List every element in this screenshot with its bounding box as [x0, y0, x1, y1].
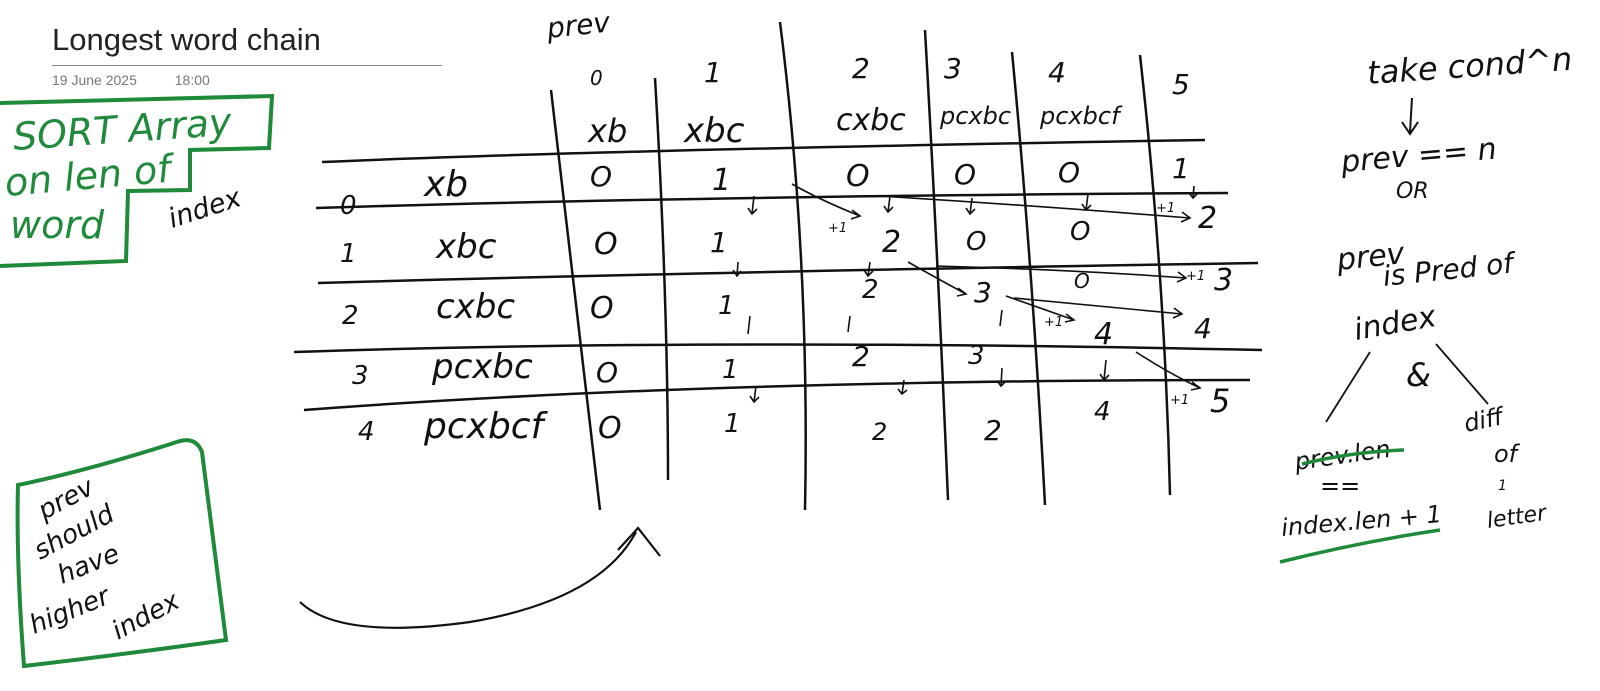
- cell: O: [590, 291, 614, 326]
- cell: O: [598, 411, 622, 446]
- increment-mark: +1: [1156, 201, 1175, 216]
- page-header: Longest word chain 19 June 2025 18:00: [52, 18, 442, 88]
- condition-equal: prev == n: [1339, 132, 1498, 181]
- cell: 1: [724, 409, 741, 439]
- condition-diff-letter: letter: [1485, 501, 1549, 534]
- column-word: xb: [587, 112, 627, 150]
- row-word: pcxbc: [431, 347, 533, 387]
- cell: O: [1074, 269, 1090, 293]
- row-index: 4: [358, 417, 375, 447]
- column-number: 2: [852, 52, 870, 85]
- cell: 1: [1172, 152, 1190, 185]
- increment-mark: +1: [828, 221, 847, 236]
- prev-should-line-5: index: [107, 586, 185, 646]
- conditions-panel: take cond^n prev == n OR prev is Pred of…: [1279, 40, 1574, 564]
- condition-and: &: [1406, 356, 1431, 394]
- cell: O: [590, 160, 612, 193]
- cell: 4: [1094, 397, 1111, 427]
- condition-down-arrow: [1401, 97, 1419, 136]
- condition-len-b-underline: [1279, 528, 1441, 564]
- condition-pred-index: index: [1351, 299, 1439, 348]
- cell: O: [1058, 156, 1080, 189]
- cell: 2: [882, 225, 901, 260]
- sort-note-line-3: word: [10, 203, 105, 247]
- cell-values: O 1 O O O 1 O 1 2 O O O 1 2 3 O O 1 2 3 …: [590, 152, 1190, 447]
- column-words: xb xbc cxbc pcxbc pcxbcf: [587, 102, 1123, 151]
- column-number: 4: [1048, 56, 1066, 89]
- column-word: pcxbc: [939, 102, 1011, 130]
- column-number: 1: [704, 56, 722, 89]
- increment-mark: +1: [1044, 315, 1063, 330]
- cell: 1: [718, 291, 735, 321]
- chain-results: 2 3 4 5: [1194, 201, 1233, 420]
- cell: 4: [1094, 317, 1113, 352]
- page-meta: 19 June 2025 18:00: [52, 72, 442, 88]
- page-date: 19 June 2025: [52, 72, 137, 88]
- cell: 2: [872, 418, 887, 446]
- dp-grid: [293, 21, 1263, 511]
- row-word: xbc: [435, 227, 497, 267]
- column-number: 3: [944, 52, 962, 85]
- condition-diff-one: 1: [1498, 478, 1507, 494]
- prev-should-note: prev should have higher index: [15, 438, 229, 669]
- condition-pred-prev: prev: [1334, 236, 1407, 278]
- cell: 1: [722, 355, 739, 385]
- row-index: 0: [340, 191, 357, 221]
- result: 2: [1198, 201, 1217, 236]
- column-number: 5: [1172, 68, 1190, 101]
- title-divider: [52, 65, 442, 66]
- condition-title: take cond^n: [1366, 40, 1574, 92]
- condition-len-b: index.len + 1: [1280, 500, 1443, 542]
- cell: O: [846, 159, 870, 194]
- condition-diff: diff: [1461, 402, 1508, 438]
- cell: 2: [984, 414, 1002, 447]
- row-index: 2: [342, 301, 359, 331]
- cell: O: [596, 356, 618, 389]
- prev-label: prev: [544, 6, 612, 46]
- column-numbers: 0 1 2 3 4 5: [590, 52, 1190, 101]
- result: 4: [1194, 312, 1212, 345]
- condition-len-underline: [1301, 448, 1405, 466]
- condition-or: OR: [1396, 179, 1429, 204]
- prev-should-frame: [15, 438, 229, 669]
- condition-len-eq: ==: [1320, 472, 1360, 500]
- column-number: 0: [590, 66, 603, 90]
- row-word: pcxbcf: [423, 406, 549, 447]
- column-word: cxbc: [836, 103, 906, 138]
- page-title: Longest word chain: [52, 22, 321, 57]
- prev-should-line-4: higher: [25, 581, 116, 641]
- sort-note: SORT Array on len of word: [0, 93, 275, 268]
- cell: O: [594, 227, 618, 262]
- cell: 1: [712, 163, 731, 198]
- increment-marks: +1 +1 +1 +1 +1: [828, 201, 1205, 408]
- sort-note-frame: [0, 93, 275, 268]
- row-word: xb: [423, 164, 468, 205]
- cell: 1: [710, 226, 728, 259]
- row-words: xb xbc cxbc pcxbc pcxbcf: [423, 164, 549, 447]
- column-word: xbc: [683, 111, 745, 151]
- result: 3: [1214, 263, 1233, 298]
- cell: O: [1070, 217, 1090, 247]
- cell: 2: [862, 275, 879, 305]
- cell: 2: [852, 340, 870, 373]
- row-index: 1: [340, 239, 357, 269]
- result: 5: [1210, 382, 1230, 420]
- cell: O: [966, 227, 986, 257]
- page-time: 18:00: [174, 72, 210, 88]
- transition-arrows: [732, 183, 1202, 404]
- increment-mark: +1: [1186, 269, 1205, 284]
- row-index: 3: [352, 361, 369, 391]
- increment-mark: +1: [1170, 393, 1189, 408]
- column-word: pcxbcf: [1039, 102, 1123, 130]
- row-word: cxbc: [436, 287, 515, 327]
- condition-branch-lines: [1325, 343, 1489, 423]
- cell: 3: [974, 276, 992, 309]
- cell: 3: [968, 341, 985, 371]
- sweep-arrow: [299, 526, 661, 629]
- row-indices: 0 1 2 3 4: [340, 191, 375, 447]
- condition-diff-of: of: [1494, 440, 1521, 468]
- cell: O: [954, 158, 976, 191]
